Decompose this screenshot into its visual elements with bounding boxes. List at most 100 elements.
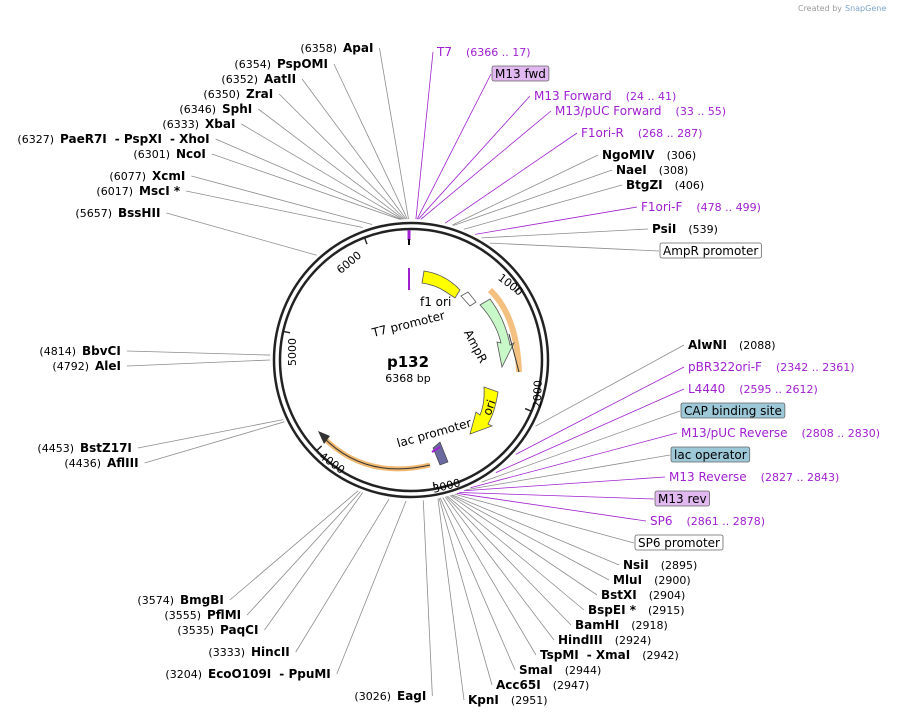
restriction-site-label[interactable]: NaeI(308): [616, 163, 688, 177]
label-position: (2904): [649, 589, 686, 602]
restriction-site-label[interactable]: SphI(6346): [179, 102, 252, 116]
lower-arrowhead: [318, 431, 330, 444]
leader-line: [481, 228, 649, 239]
restriction-site-label[interactable]: AlwNI(2088): [688, 338, 776, 352]
restriction-site-label[interactable]: NsiI(2895): [623, 558, 697, 572]
primer-label[interactable]: M13 Reverse(2827 .. 2843): [669, 470, 839, 484]
restriction-site-label[interactable]: PsiI(539): [652, 222, 718, 236]
ori-arrow: [469, 386, 499, 435]
label-position: (2900): [654, 574, 691, 587]
label-name: pBR322ori-F: [688, 360, 762, 374]
label-name: L4440: [688, 382, 725, 396]
restriction-site-label[interactable]: AleI(4792): [52, 359, 121, 373]
feature-ori[interactable]: [469, 386, 499, 435]
leader-line: [444, 132, 578, 224]
restriction-site-label[interactable]: BtgZI(406): [626, 178, 704, 192]
restriction-site-label[interactable]: MluI(2900): [613, 573, 691, 587]
feature-t7-promoter[interactable]: [460, 291, 477, 307]
primer-label[interactable]: M13 Forward(24 .. 41): [534, 89, 676, 103]
primer-label[interactable]: SP6(2861 .. 2878): [650, 514, 765, 528]
label-position: (2951): [511, 694, 548, 707]
restriction-site-label[interactable]: XcmI(6077): [109, 169, 185, 183]
label-name: AmpR promoter: [663, 244, 758, 258]
primer-label[interactable]: M13/pUC Forward(33 .. 55): [555, 104, 726, 118]
feature-label[interactable]: AmpR promoter: [659, 242, 762, 259]
primer-label[interactable]: M13 rev: [654, 490, 710, 507]
restriction-site-label[interactable]: AflIII(4436): [64, 456, 138, 470]
site-name-extra: - PpuMI: [279, 667, 331, 681]
label-position: (478 .. 499): [696, 201, 761, 214]
plasmid-length: 6368 bp: [385, 372, 430, 385]
leader-line: [229, 490, 359, 601]
primer-label[interactable]: M13 fwd: [491, 65, 550, 82]
restriction-site-label[interactable]: EcoO109I(3204)- PpuMI: [165, 667, 330, 681]
restriction-site-label[interactable]: PaeR7I(6327)- PspXI- XhoI: [17, 132, 209, 146]
label-position: (6366 .. 17): [466, 46, 531, 59]
restriction-site-label[interactable]: KpnI(2951): [468, 693, 547, 707]
restriction-site-label[interactable]: HincII(3333): [208, 645, 289, 659]
label-position: (2918): [631, 619, 668, 632]
tick-marks: [283, 237, 532, 489]
leader-line: [456, 492, 647, 522]
restriction-site-label[interactable]: ApaI(6358): [300, 41, 373, 55]
leader-line: [459, 492, 655, 500]
leader-line: [415, 51, 434, 220]
site-position: (3535): [177, 624, 214, 637]
site-position: (6327): [17, 133, 54, 146]
label-name: BtgZI: [626, 178, 663, 192]
feature-f1-ori[interactable]: [421, 270, 461, 299]
restriction-site-label[interactable]: NgoMIV(306): [602, 148, 696, 162]
restriction-site-label[interactable]: Acc65I(2947): [496, 678, 589, 692]
label-position: (2915): [648, 604, 685, 617]
label-position: (2342 .. 2361): [776, 361, 855, 374]
label-name: AlwNI: [688, 338, 727, 352]
primer-label[interactable]: F1ori-R(268 .. 287): [581, 126, 702, 140]
leader-line: [144, 421, 285, 464]
restriction-site-label[interactable]: BssHII(5657): [75, 206, 160, 220]
primer-label[interactable]: pBR322ori-F (2342 .. 2361): [688, 360, 855, 374]
credit-text: Created by: [798, 4, 842, 13]
t7-promoter-arrow: [460, 291, 477, 307]
restriction-site-label[interactable]: HindIII(2924): [558, 633, 651, 647]
ampr-halo: [487, 287, 522, 373]
restriction-site-label[interactable]: PaqCI(3535): [177, 623, 258, 637]
restriction-site-label[interactable]: PspOMI(6354): [234, 57, 328, 71]
restriction-site-label[interactable]: NcoI(6301): [133, 147, 205, 161]
feature-label[interactable]: lac operator: [670, 446, 751, 463]
restriction-site-label[interactable]: BspEI *(2915): [588, 603, 685, 617]
restriction-site-label[interactable]: SmaI(2944): [519, 663, 601, 677]
label-name: F1ori-F: [641, 200, 682, 214]
site-name: MscI *: [139, 184, 181, 198]
label-position: (2861 .. 2878): [687, 515, 766, 528]
leader-line: [489, 242, 660, 252]
restriction-site-label[interactable]: XbaI(6333): [162, 117, 235, 131]
leader-line: [264, 492, 364, 631]
restriction-site-label[interactable]: PflMI(3555): [164, 608, 241, 622]
restriction-site-label[interactable]: BmgBI(3574): [137, 593, 223, 607]
ori-label: ori: [480, 398, 498, 417]
primer-label[interactable]: L4440(2595 .. 2612): [688, 382, 818, 396]
restriction-site-label[interactable]: BstXI(2904): [601, 588, 685, 602]
primer-label[interactable]: M13/pUC Reverse(2808 .. 2830): [681, 426, 880, 440]
feature-label[interactable]: CAP binding site: [680, 402, 786, 419]
ampr-arrow: [479, 298, 515, 369]
restriction-site-label[interactable]: TspMI- XmaI(2942): [540, 648, 679, 662]
primer-label[interactable]: T7(6366 .. 17): [436, 45, 531, 59]
leader-line: [454, 493, 635, 544]
feature-lac-promoter[interactable]: [431, 441, 449, 466]
primer-label[interactable]: F1ori-F (478 .. 499): [641, 200, 761, 214]
leader-line: [333, 63, 408, 220]
restriction-site-label[interactable]: ZraI(6350): [203, 87, 273, 101]
leader-line: [278, 93, 406, 220]
site-name: PflMI: [207, 608, 241, 622]
restriction-site-label[interactable]: MscI *(6017): [96, 184, 180, 198]
leader-line: [186, 190, 363, 228]
restriction-site-label[interactable]: AatII(6352): [221, 72, 296, 86]
restriction-site-label[interactable]: EagI(3026): [354, 689, 426, 703]
feature-label[interactable]: SP6 promoter: [634, 534, 724, 551]
restriction-site-label[interactable]: BamHI(2918): [575, 618, 668, 632]
restriction-site-label[interactable]: BstZ17I(4453): [37, 441, 131, 455]
feature-ampr[interactable]: [479, 287, 522, 373]
site-position: (4792): [52, 360, 89, 373]
restriction-site-label[interactable]: BbvCI(4814): [39, 344, 120, 358]
